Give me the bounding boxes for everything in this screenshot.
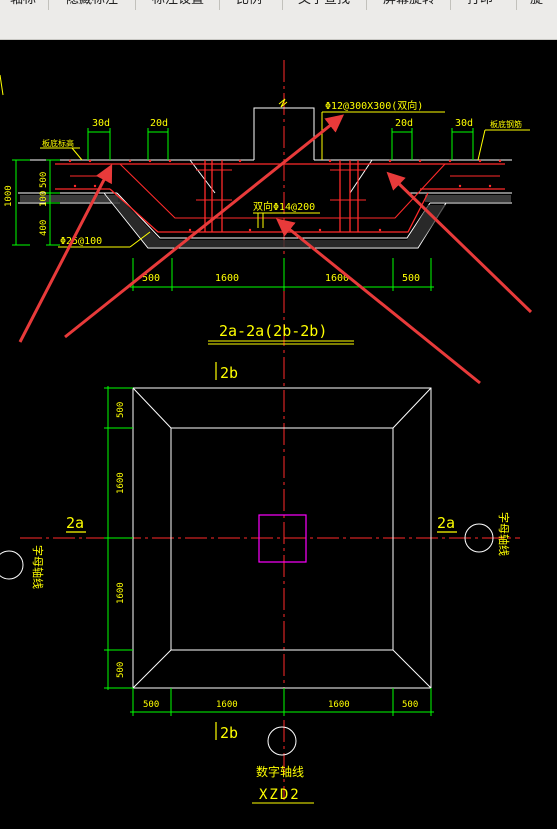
column-outline	[258, 514, 307, 563]
axis-bubble-bottom	[267, 726, 297, 756]
pit-edge	[349, 159, 373, 194]
pit-edge	[189, 159, 216, 194]
dim-20d-left: 20d	[150, 118, 168, 129]
dim-lines-top	[87, 128, 474, 160]
pit-cushion-hatch	[106, 195, 446, 247]
arrow-icon	[275, 218, 481, 385]
toolbar-item-screen-rotate[interactable]: 屏幕旋转	[383, 0, 435, 8]
cad-drawing-canvas[interactable]: 30d 20d 20d 30d Φ12@300X300(双向) 板底标高 板底钢…	[0, 40, 557, 825]
arrow-icon	[386, 171, 533, 314]
axis-letter-left: 字母轴线	[31, 545, 45, 589]
cushion-hatch	[425, 195, 511, 202]
dim-bottom-1600-left: 1600	[215, 273, 239, 284]
toolbar-item-hide-marks[interactable]: 隐藏标注	[66, 0, 118, 8]
break-mark-icon	[278, 98, 288, 108]
axis-letter-right: 字母轴线	[497, 512, 511, 556]
dim-500-vertical: 500	[39, 172, 49, 188]
footing-corner-line	[132, 387, 172, 429]
toolbar-separator	[516, 0, 517, 10]
arrow-icon	[18, 164, 113, 343]
label-2b-top: 2b	[220, 364, 238, 382]
rebar-bottom-label: Φ25@100	[60, 236, 102, 247]
dim-30d-left: 30d	[92, 118, 110, 129]
plan-view: 2b 2b 2a 2a 字母轴线 字母轴线 数字轴线 XZD2 500 1600…	[0, 362, 520, 804]
plan-dim-bottom-1600-right: 1600	[328, 700, 350, 710]
toolbar-separator	[135, 0, 136, 10]
annotation-arrows	[18, 114, 533, 385]
footing-inner-outline	[170, 427, 394, 651]
footing-corner-line	[392, 649, 432, 689]
plan-dim-left-1600-top: 1600	[116, 472, 126, 494]
plan-dim-lines-left	[104, 386, 133, 690]
label-leader	[477, 129, 486, 161]
dim-lines-bottom	[130, 258, 434, 291]
toolbar-item-print[interactable]: 打印	[467, 0, 493, 8]
plan-dim-left-500-bottom: 500	[116, 662, 126, 678]
toolbar-separator	[219, 0, 220, 10]
plan-dim-bottom-500-right: 500	[402, 700, 418, 710]
toolbar-separator	[48, 0, 49, 10]
footing-corner-line	[392, 387, 432, 429]
pit-inner-outline	[116, 192, 431, 239]
plan-dim-bottom-1600-left: 1600	[216, 700, 238, 710]
dim-bottom-500-left: 500	[142, 273, 160, 284]
label-2a-left: 2a	[66, 514, 84, 532]
axis-number-label: 数字轴线	[256, 764, 304, 779]
plan-dim-left-500-top: 500	[116, 402, 126, 418]
dim-400: 400	[39, 220, 49, 236]
footing-corner-line	[132, 649, 172, 689]
toolbar-item-axis-mark[interactable]: 轴标	[10, 0, 36, 8]
plan-dim-left-1600-bottom: 1600	[116, 582, 126, 604]
label-2a-right: 2a	[437, 514, 455, 532]
toolbar-item-text-search[interactable]: 文字查找	[298, 0, 350, 8]
rebar-dots	[68, 159, 502, 232]
pit-inner-rebar	[119, 163, 446, 219]
toolbar-item-rotate[interactable]: 旋	[530, 0, 543, 8]
arrow-icon	[64, 114, 345, 339]
dim-20d-right: 20d	[395, 118, 413, 129]
dim-bottom-1600-right: 1600	[325, 273, 349, 284]
rebar-bottom-leader	[129, 231, 151, 248]
axis-bubble-right	[464, 523, 494, 553]
toolbar-separator	[366, 0, 367, 10]
toolbar-separator	[450, 0, 451, 10]
dim-bottom-500-right: 500	[402, 273, 420, 284]
cushion-hatch	[20, 195, 118, 202]
plan-dim-lines-bottom	[130, 688, 434, 716]
top-toolbar: 轴标 隐藏标注 标注设置 比例 文字查找 屏幕旋转 打印 旋	[0, 0, 557, 40]
dim-lines-left	[12, 159, 60, 246]
toolbar-item-scale[interactable]: 比例	[236, 0, 262, 8]
dim-30d-right: 30d	[455, 118, 473, 129]
section-title: 2a-2a(2b-2b)	[219, 322, 327, 340]
label-2b-bottom: 2b	[220, 724, 238, 742]
rebar-mid-label: 双向Φ14@200	[253, 200, 315, 213]
toolbar-item-mark-settings[interactable]: 标注设置	[152, 0, 204, 8]
column-stub	[253, 107, 315, 160]
section-view: 30d 20d 20d 30d Φ12@300X300(双向) 板底标高 板底钢…	[4, 60, 530, 800]
rebar-top-label: Φ12@300X300(双向)	[325, 99, 423, 112]
axis-bubble-left	[0, 550, 24, 580]
toolbar-separator	[282, 0, 283, 10]
plan-dim-bottom-500-left: 500	[143, 700, 159, 710]
label-leader	[71, 147, 83, 161]
plan-name: XZD2	[259, 787, 301, 803]
dim-100: 100	[39, 191, 49, 207]
label-board-bottom-elevation: 板底标高	[42, 138, 74, 148]
extra-line-leader	[0, 74, 4, 96]
dim-1000: 1000	[4, 185, 14, 207]
label-board-bottom-rebar: 板底钢筋	[490, 119, 522, 129]
cad-drawing: 30d 20d 20d 30d Φ12@300X300(双向) 板底标高 板底钢…	[0, 60, 533, 804]
